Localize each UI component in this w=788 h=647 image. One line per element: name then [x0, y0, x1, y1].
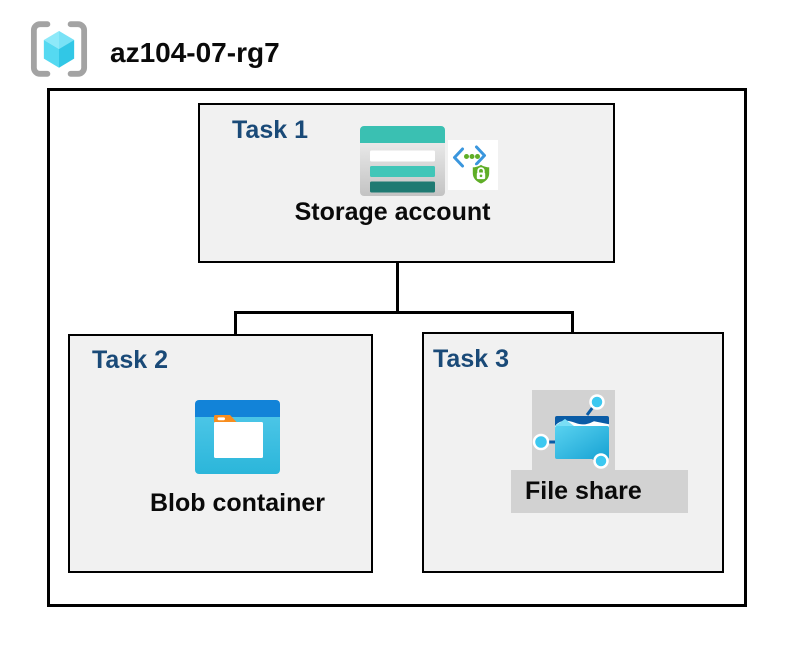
blob-container-label: Blob container	[149, 489, 325, 517]
storage-account-icon	[360, 126, 445, 196]
task1-box: Task 1	[198, 103, 615, 263]
task1-label: Task 1	[232, 116, 308, 144]
resource-group-title: az104-07-rg7	[110, 37, 280, 68]
file-share-label: File share	[525, 477, 642, 505]
task2-box: Task 2 Blob container	[68, 334, 373, 573]
blob-container-icon	[195, 400, 280, 474]
task2-label: Task 2	[92, 346, 168, 374]
file-share-label-highlight: File share	[511, 470, 688, 513]
secure-endpoint-icon	[448, 140, 498, 190]
resource-group-icon	[30, 20, 88, 78]
task3-box: Task 3	[422, 332, 724, 573]
file-share-icon	[532, 390, 615, 470]
connector-storage-stem	[396, 234, 399, 312]
file-share-icon-highlight	[532, 390, 615, 470]
task3-label: Task 3	[433, 345, 509, 373]
storage-account-label: Storage account	[294, 198, 491, 226]
connector-branch-horizontal	[234, 311, 574, 314]
